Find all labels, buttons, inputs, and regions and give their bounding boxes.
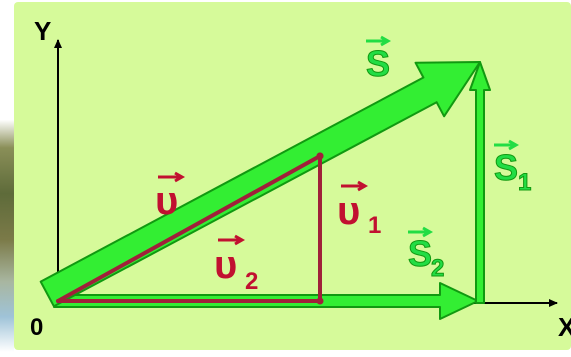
vector-s-label: S bbox=[366, 35, 392, 85]
vector-arrow-overline bbox=[158, 171, 186, 183]
vector-s1-subscript: 1 bbox=[518, 169, 531, 196]
vector-arrow-overline bbox=[341, 180, 369, 192]
vector-v2-subscript: 2 bbox=[245, 268, 258, 295]
vector-v2-label: υ 2 bbox=[214, 234, 258, 295]
vector-v-label: υ bbox=[155, 171, 186, 223]
vector-s-symbol: S bbox=[366, 43, 390, 84]
y-axis-label: Y bbox=[34, 16, 51, 46]
vector-arrow-overline bbox=[408, 226, 434, 238]
vector-s1-arrow bbox=[469, 61, 491, 304]
vector-arrow-overline bbox=[366, 35, 392, 47]
vector-s2-label: S 2 bbox=[408, 226, 445, 283]
left-photo-strip bbox=[0, 0, 14, 352]
vector-arrow-overline bbox=[218, 234, 246, 246]
vector-s1-symbol: S bbox=[494, 147, 518, 188]
vector-s1-label: S 1 bbox=[494, 139, 532, 197]
origin-label: 0 bbox=[30, 314, 43, 341]
vector-v1-subscript: 1 bbox=[368, 212, 381, 239]
vector-v-line bbox=[56, 152, 324, 303]
x-axis-label: X bbox=[558, 312, 571, 342]
vector-s2-subscript: 2 bbox=[431, 255, 444, 282]
vector-v2-symbol: υ bbox=[214, 243, 237, 287]
vector-s-arrow bbox=[39, 61, 481, 308]
vector-v1-label: υ 1 bbox=[337, 180, 381, 239]
vector-s2-symbol: S bbox=[408, 233, 432, 274]
vector-arrow-overline bbox=[494, 139, 520, 151]
vector-v-symbol: υ bbox=[155, 179, 178, 223]
vector-v1-symbol: υ bbox=[337, 189, 360, 233]
